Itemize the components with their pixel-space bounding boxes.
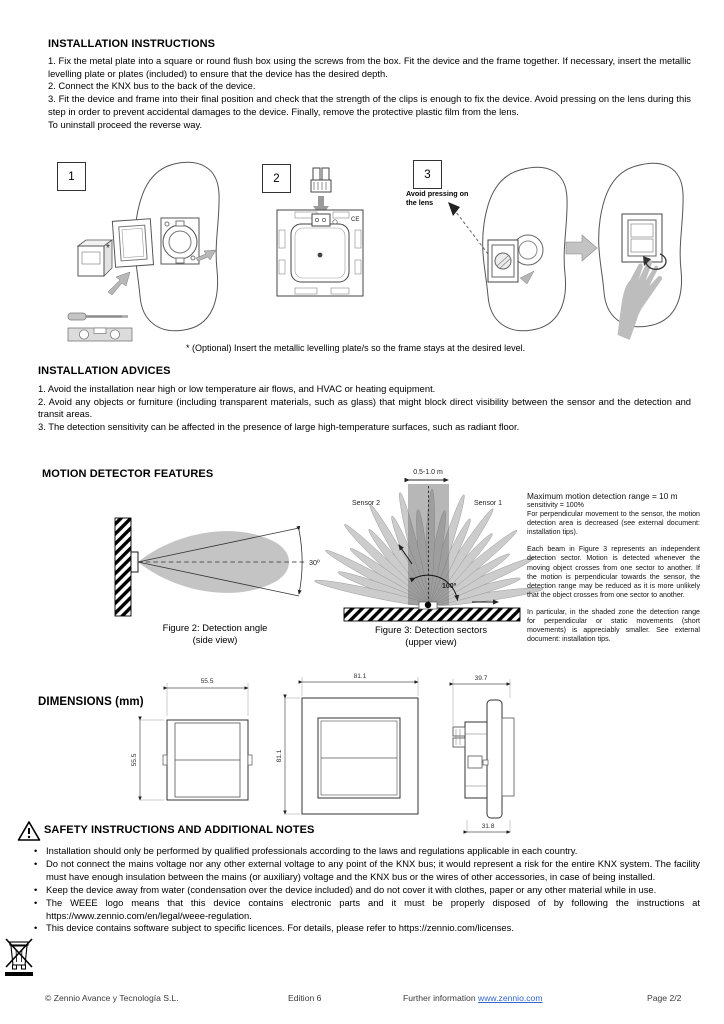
notes-paragraph-2: Each beam in Figure 3 represents an inde… [527, 545, 700, 599]
hand-icon [617, 259, 663, 340]
figure-3-caption: Figure 3: Detection sectors (upper view) [374, 624, 488, 647]
max-range-note: Maximum motion detection range = 10 m [527, 491, 678, 501]
clip-arrow-icon [519, 270, 535, 285]
knx-terminal [311, 213, 331, 227]
frame-width-label: 81.1 [354, 673, 367, 680]
depth-recessed-label: 31.8 [482, 823, 495, 830]
detection-lobe [138, 531, 289, 593]
safety-bullet-5: •This device contains software subject t… [34, 922, 514, 934]
installation-instructions-title: INSTALLATION INSTRUCTIONS [48, 38, 216, 50]
lens-warning-arrowhead-icon [448, 202, 460, 216]
footer-page-number: Page 2/2 [647, 993, 682, 1003]
dimensions-title: DIMENSIONS (mm) [38, 696, 144, 708]
figure-2-number-box: 2 [262, 164, 291, 193]
device-height-label: 55.5 [131, 753, 138, 766]
safety-title: SAFETY INSTRUCTIONS AND ADDITIONAL NOTES [44, 824, 315, 836]
depth-total-label: 39.7 [475, 675, 488, 682]
optional-levelling-note: * (Optional) Insert the metallic levelli… [186, 343, 526, 353]
device-width-label: 55.5 [201, 678, 214, 685]
sensitivity-note: sensitivity = 100% [527, 501, 584, 509]
advice-1: 1. Avoid the installation near high or l… [38, 383, 436, 394]
spirit-level-icon [67, 327, 133, 342]
sensor-2-label: Sensor 2 [352, 500, 380, 507]
angle-100-label: 100º [442, 583, 457, 590]
motion-detector-features-title: MOTION DETECTOR FEATURES [42, 468, 214, 480]
safety-bullet-3: •Keep the device away from water (conden… [34, 883, 657, 895]
center-screw [317, 252, 323, 258]
notes-paragraph-1: For perpendicular movement to the sensor… [527, 510, 700, 537]
install-step-1: 1. Fix the metal plate into a square or … [48, 55, 691, 79]
install-step3-figure [448, 162, 684, 340]
twist-arrow-icon [645, 253, 667, 270]
figure-2-detection-angle: 30º [114, 517, 320, 617]
plug-direction-arrow-icon [313, 196, 329, 217]
footer-copyright: © Zennio Avance y Tecnología S.L. [45, 993, 179, 1003]
lens-warning-pointer [455, 211, 489, 255]
sector-cross-arrow-left [398, 544, 413, 565]
advice-3: 3. The detection sensitivity can be affe… [38, 421, 520, 433]
install-step-3: 3. Fit the device and frame into their f… [48, 93, 691, 117]
notes-paragraph-3: In particular, in the shaded zone the de… [527, 607, 700, 644]
ce-mark-label: CE [351, 217, 359, 223]
install-step-2: 2. Connect the KNX bus to the back of th… [48, 80, 256, 92]
screwdriver-icon [67, 312, 128, 321]
safety-bullets: •Installation should only be performed b… [33, 845, 700, 935]
dimension-drawing-side-view: 39.7 31.8 [449, 675, 515, 834]
sensor-device [130, 551, 139, 573]
footer-further-info: Further information www.zennio.com [403, 993, 543, 1003]
installation-advices-text: 1. Avoid the installation near high or l… [38, 383, 691, 434]
next-step-arrow-icon [565, 234, 598, 262]
install-step2-figure: CE [276, 167, 364, 297]
safety-bullet-4: •The WEEE logo means that this device co… [34, 896, 700, 921]
figure-3-number-box: 3 [413, 160, 442, 189]
wall-top-view [343, 607, 521, 622]
installation-instructions-text: 1. Fix the metal plate into a square or … [48, 55, 691, 131]
safety-bullet-2: •Do not connect the mains voltage nor an… [34, 857, 700, 882]
motion-detector-notes: Maximum motion detection range = 10 m se… [527, 491, 700, 644]
advice-2: 2. Avoid any objects or furniture (inclu… [38, 395, 691, 420]
wall-section [114, 517, 132, 617]
figure-2-caption: Figure 2: Detection angle (side view) [162, 622, 268, 645]
flushbox-side [501, 717, 515, 797]
footer-edition: Edition 6 [288, 993, 322, 1003]
sensor-position-dot [424, 601, 432, 609]
frame-side [486, 699, 503, 819]
zone-range-label: 0.5-1.0 m [413, 469, 443, 476]
knx-connector-side [452, 726, 466, 737]
knx-plug [312, 167, 321, 181]
lens-warning-label: Avoid pressing on the lens [406, 189, 469, 207]
warning-triangle-icon [17, 821, 41, 841]
safety-bullet-1: •Installation should only be performed b… [34, 845, 578, 856]
angle-arc [296, 525, 303, 595]
figure-1-number-box: 1 [57, 162, 86, 191]
sensor-1-label: Sensor 1 [474, 500, 502, 507]
frame [111, 218, 155, 268]
installation-advices-title: INSTALLATION ADVICES [38, 365, 171, 377]
dimension-drawing-device-front: 55.5 55.5 [131, 678, 253, 801]
frame-height-label: 81.1 [276, 749, 283, 762]
weee-bin-icon [5, 938, 33, 976]
figure-3-detection-sectors: 0.5-1.0 m Sensor 2 Sensor 1 100º [314, 469, 544, 622]
angle-100-arc [409, 574, 460, 601]
metal-plate [160, 217, 200, 265]
asterisk-mark: * [106, 243, 110, 254]
device-body [76, 239, 114, 277]
install-step1-figure: * [67, 161, 220, 342]
install-uninstall-note: To uninstall proceed the reverse way. [48, 118, 203, 130]
angle-30-label: 30º [309, 558, 320, 567]
assembly-arrow-icon [107, 271, 131, 296]
dimension-drawing-frame-front: 81.1 81.1 [276, 673, 419, 815]
assembly-arrow2-icon [195, 249, 217, 262]
zennio-website-link[interactable]: www.zennio.com [478, 993, 543, 1003]
